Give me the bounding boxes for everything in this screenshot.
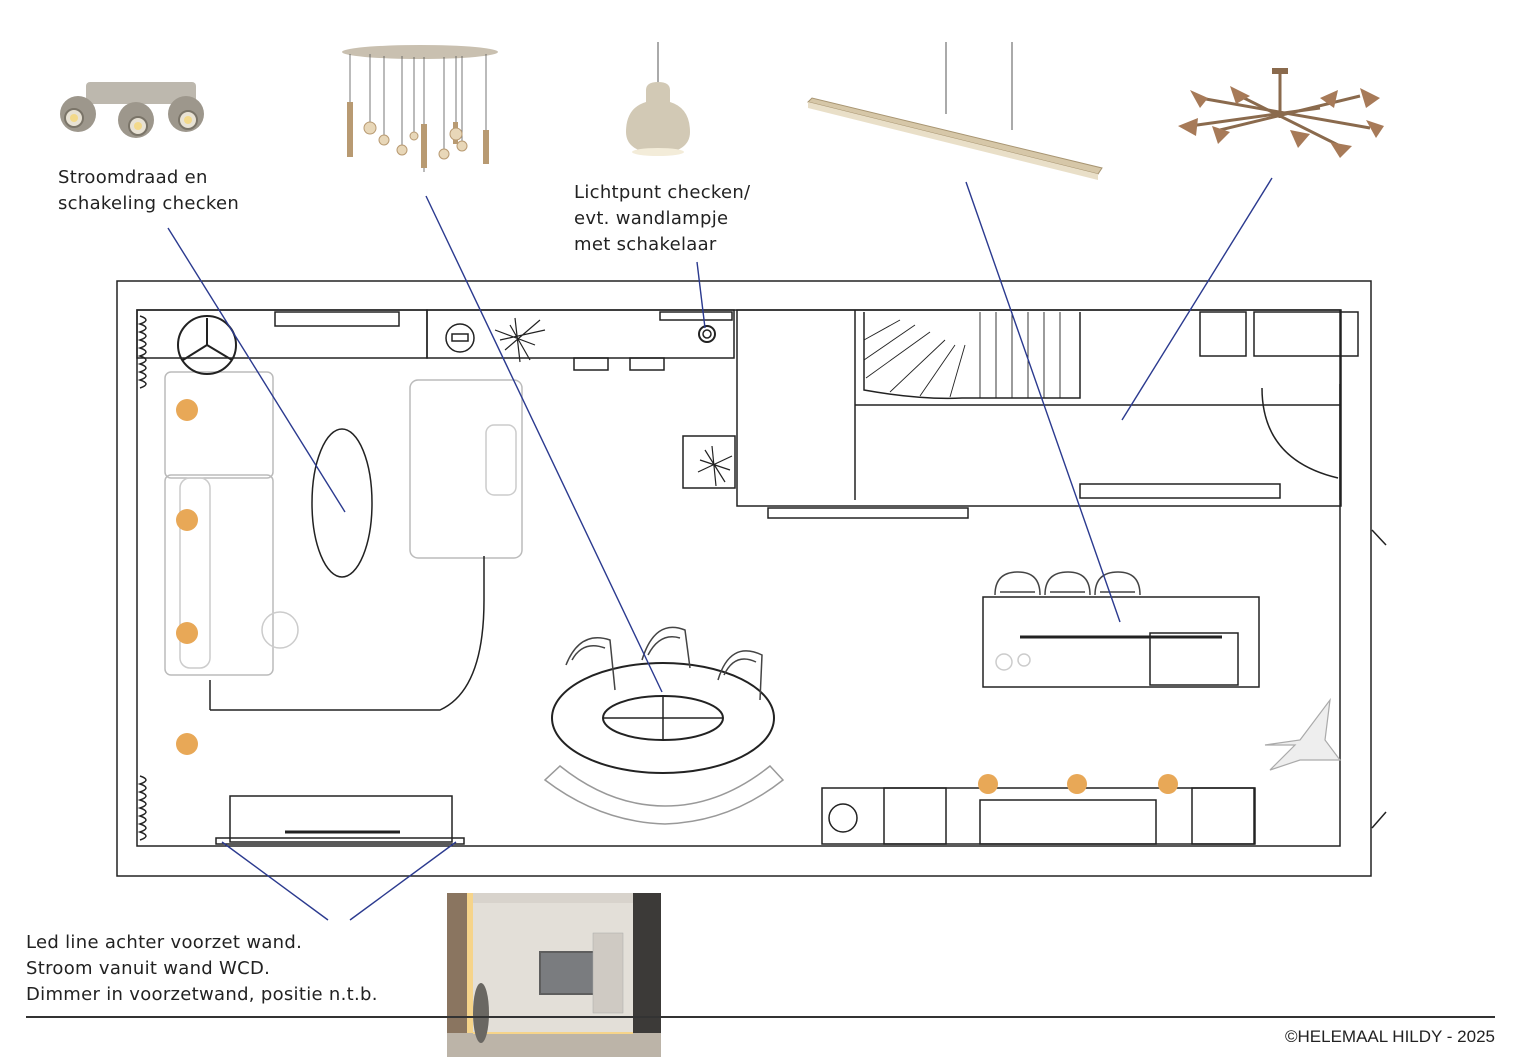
triple-ceiling-spot-fixture: [60, 82, 204, 138]
single-pendant-fixture: [626, 42, 690, 156]
plant-icon: [494, 317, 733, 487]
note-wall-light: Lichtpunt checken/ evt. wandlampje met s…: [574, 182, 751, 255]
reference-photo: [447, 893, 661, 1057]
note-led-line: Led line achter voorzet wand. Stroom van…: [26, 932, 378, 1005]
footer-rule: [26, 1016, 1495, 1018]
note-spots: Stroomdraad en schakeling checken: [58, 167, 240, 214]
multi-arm-chandelier-fixture: [1178, 68, 1384, 158]
cluster-pendant-fixture: [342, 45, 498, 172]
linear-pendant-fixture: [807, 42, 1103, 180]
credit: ©HELEMAAL HILDY - 2025: [1284, 1027, 1495, 1046]
